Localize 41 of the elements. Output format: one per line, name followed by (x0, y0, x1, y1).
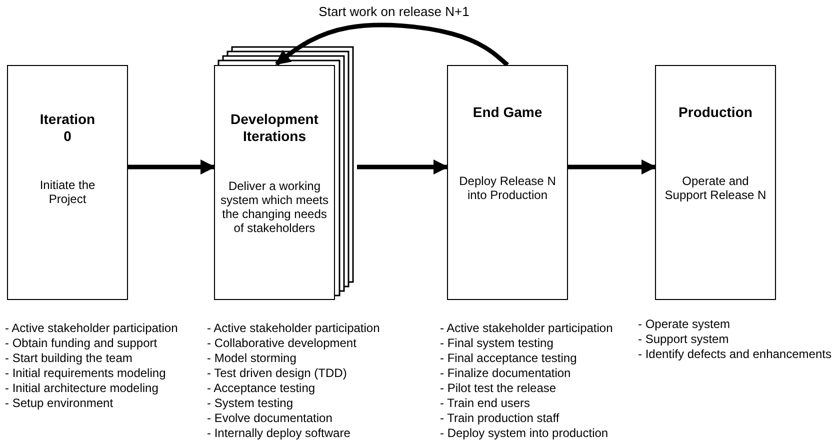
phase-box (214, 65, 335, 300)
list-item: - Train end users (440, 396, 530, 411)
list-item: - Operate system (638, 317, 730, 332)
list-item: - Test driven design (TDD) (207, 366, 347, 381)
list-item: - Train production staff (440, 411, 560, 426)
arrow (128, 160, 216, 174)
list-item: - Model storming (207, 351, 296, 366)
list-item: - Setup environment (5, 396, 114, 411)
arrow (568, 160, 656, 174)
list-item: - Acceptance testing (207, 381, 316, 396)
phase-description: Deploy Release N into Production (458, 174, 557, 202)
list-item: - Internally deploy software (207, 426, 350, 441)
list-item: - Active stakeholder participation (440, 321, 613, 336)
phase-title: Development Iterations (230, 111, 320, 145)
list-item: - Collaborative development (207, 336, 356, 351)
arrow (357, 160, 448, 174)
phase-description: Initiate the Project (38, 178, 96, 206)
list-item: - Active stakeholder participation (207, 321, 380, 336)
list-item: - Initial architecture modeling (5, 381, 158, 396)
list-item: - System testing (207, 396, 294, 411)
arrow (275, 22, 509, 67)
phase-box (7, 65, 128, 300)
list-item: - Active stakeholder participation (5, 321, 178, 336)
list-item: - Identify defects and enhancements (638, 347, 832, 362)
list-item: - Obtain funding and support (5, 336, 158, 351)
phase-description: Deliver a working system which meets the changing needs of stakeholders (219, 179, 330, 235)
phase-box (655, 65, 776, 300)
list-item: - Support system (638, 332, 729, 347)
phase-description: Operate and Support Release N (664, 174, 768, 202)
phase-box (447, 65, 568, 300)
phase-title: Iteration 0 (38, 111, 96, 145)
list-item: - Initial requirements modeling (5, 366, 166, 381)
phase-title: End Game (472, 104, 544, 121)
list-item: - Finalize documentation (440, 366, 571, 381)
list-item: - Evolve documentation (207, 411, 332, 426)
list-item: - Final acceptance testing (440, 351, 577, 366)
list-item: - Final system testing (440, 336, 554, 351)
phase-title: Production (678, 104, 754, 121)
list-item: - Deploy system into production (440, 426, 608, 441)
list-item: - Pilot test the release (440, 381, 556, 396)
list-item: - Start building the team (5, 351, 132, 366)
